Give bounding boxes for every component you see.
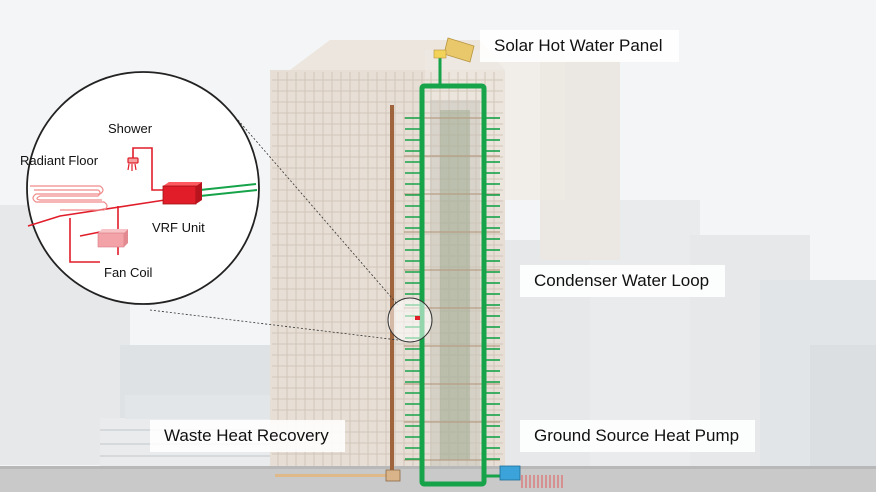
- solar-hot-water-panel-label: Solar Hot Water Panel: [480, 30, 679, 62]
- radiant-floor-icon: [30, 185, 108, 211]
- vrf-unit-label: VRF Unit: [152, 220, 205, 235]
- ground-source-heat-pump-label: Ground Source Heat Pump: [520, 420, 756, 452]
- fan-coil-label: Fan Coil: [104, 265, 153, 280]
- waste-heat-tank-icon: [385, 469, 401, 482]
- fan-coil-icon: [97, 229, 128, 248]
- shower-icon: [127, 157, 139, 171]
- ground-heat-pump-icon: [499, 465, 563, 488]
- waste-heat-recovery-pipe: [275, 105, 401, 482]
- shower-label: Shower: [108, 121, 153, 136]
- condenser-water-loop: [405, 55, 505, 487]
- solar-panel-icon: [433, 37, 475, 63]
- radiant-floor-label: Radiant Floor: [20, 153, 99, 168]
- ground: [0, 466, 876, 492]
- inset-detail: [26, 71, 260, 305]
- callout-target-circle: [387, 297, 433, 343]
- callout-lines: [149, 119, 399, 341]
- waste-heat-recovery-label: Waste Heat Recovery: [150, 420, 345, 452]
- vrf-unit-icon: [162, 182, 202, 205]
- tower: [270, 40, 565, 470]
- condenser-water-loop-label: Condenser Water Loop: [520, 265, 726, 297]
